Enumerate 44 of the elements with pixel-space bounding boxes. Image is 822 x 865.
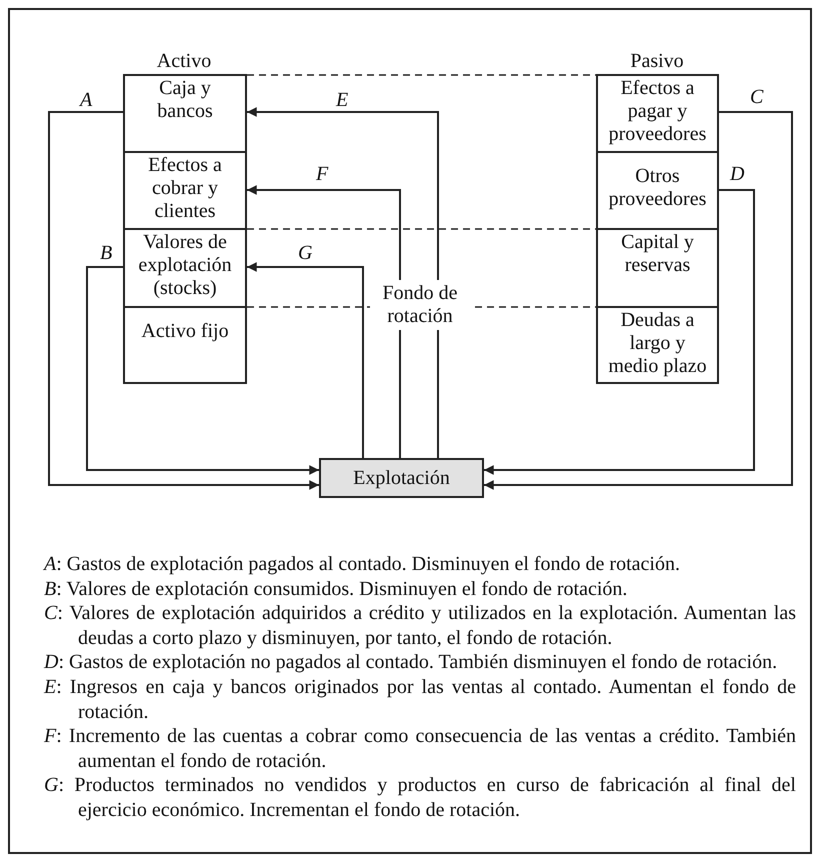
column-heading: Pasivo bbox=[629, 50, 685, 72]
legend-note: D: Gastos de explotación no pagados al contado. También disminuyen el fondo de rotación. bbox=[44, 650, 778, 675]
arrow bbox=[484, 111, 793, 490]
dashed-divider-line bbox=[247, 74, 596, 76]
column-heading: Activo bbox=[156, 50, 212, 72]
edge-label: D bbox=[730, 164, 744, 184]
account-box bbox=[596, 228, 719, 308]
legend-note: A: Gastos de explotación pagados al contado. Disminuyen el fondo de rotación. bbox=[44, 552, 681, 577]
account-name: Caja y bancos bbox=[156, 77, 214, 123]
legend-note: C: Valores de explotación adquiridos a crédito y utilizados en la explotación. Aumentan las deudas a corto plazo y disminuyen, por tanto, el fondo de rotación. bbox=[44, 601, 796, 650]
arrow bbox=[246, 262, 364, 459]
account-box bbox=[123, 74, 247, 153]
account-name: Efectos a pagar y proveedores bbox=[608, 77, 708, 146]
account-name: Deudas a largo y medio plazo bbox=[607, 309, 708, 378]
arrow bbox=[86, 266, 320, 475]
dashed-divider-line bbox=[247, 228, 596, 230]
legend-note: G: Productos terminados no vendidos y productos en curso de fabricación al final del ejercicio económico. Incrementan el fondo de rotación. bbox=[44, 773, 796, 823]
fund-label: Fondo de rotación bbox=[370, 280, 470, 330]
edge-label: F bbox=[316, 164, 328, 184]
arrow bbox=[484, 189, 755, 475]
edge-label: C bbox=[750, 87, 764, 107]
account-name: Valores de explotación (stocks) bbox=[137, 231, 233, 300]
account-name: Explotación bbox=[353, 466, 450, 490]
process-box bbox=[319, 458, 484, 498]
account-box bbox=[123, 151, 247, 230]
arrow bbox=[48, 111, 320, 490]
arrow bbox=[246, 185, 401, 459]
edge-label: A bbox=[80, 90, 92, 110]
account-box bbox=[596, 306, 719, 384]
account-name: Otros proveedores bbox=[608, 165, 708, 211]
legend-note: B: Valores de explotación consumidos. Disminuyen el fondo de rotación. bbox=[44, 576, 628, 602]
edge-label: G bbox=[298, 243, 312, 263]
edge-label: B bbox=[100, 243, 112, 263]
account-box bbox=[596, 74, 719, 153]
legend-note: E: Ingresos en caja y bancos originados por las ventas al contado. Aumentan el fondo de rotación. bbox=[44, 674, 796, 724]
account-box bbox=[123, 228, 247, 308]
edge-label: E bbox=[336, 90, 348, 110]
account-name: Capital y reservas bbox=[620, 231, 695, 277]
arrow bbox=[246, 107, 439, 459]
account-name: Activo fijo bbox=[141, 320, 229, 343]
account-name: Efectos a cobrar y clientes bbox=[147, 154, 223, 223]
account-box bbox=[596, 151, 719, 230]
legend-note: F: Incremento de las cuentas a cobrar como consecuencia de las ventas a crédito. También aumentan el fondo de rotación. bbox=[44, 724, 796, 774]
account-box bbox=[123, 306, 247, 384]
